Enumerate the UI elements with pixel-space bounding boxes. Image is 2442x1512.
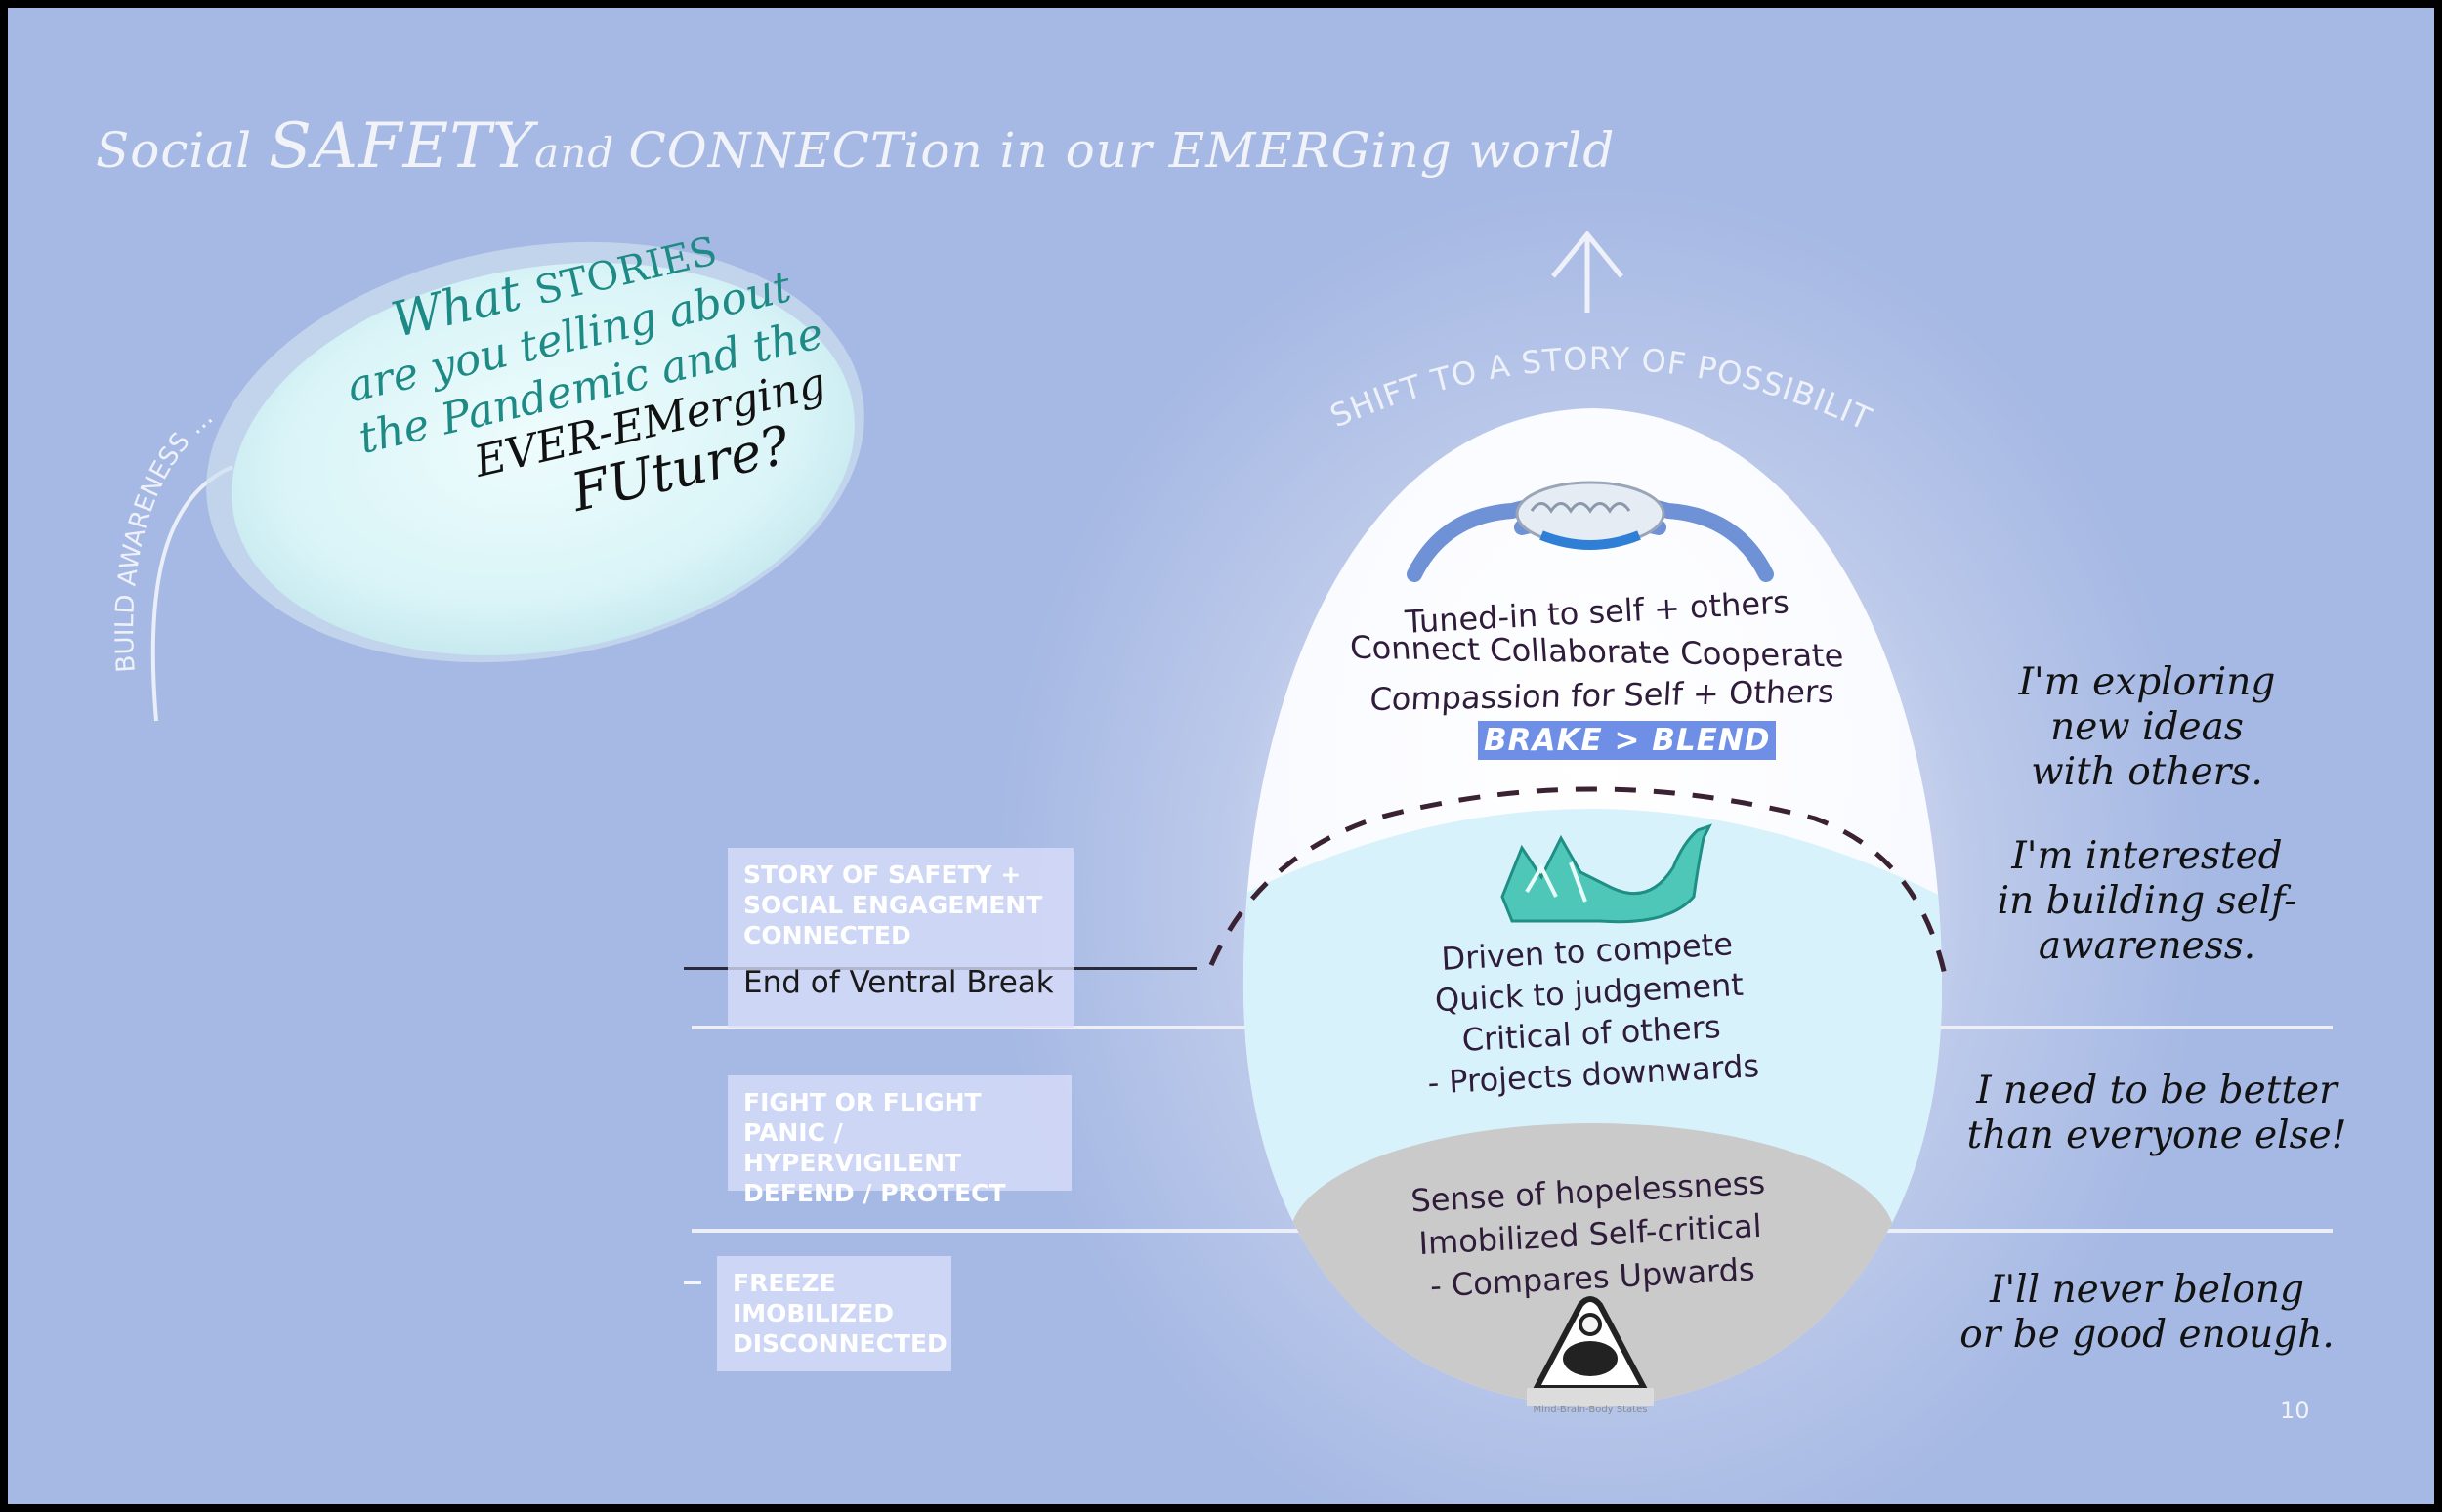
state-freeze-line-3: DISCONNECTED (733, 1329, 947, 1358)
state-fight-line-2: PANIC / HYPERVIGILENT (743, 1118, 962, 1177)
speech-exploring-line-2: new ideas (2050, 705, 2244, 749)
title-part-safety: SAFETY (269, 110, 535, 183)
state-safety-line-3: CONNECTED (743, 921, 911, 949)
egg-top-text-3: Compassion for Self + Others (1368, 672, 1835, 718)
mind-brain-body-logo-icon (1527, 1296, 1654, 1406)
up-arrow-icon (1551, 231, 1623, 313)
state-box-freeze: FREEZE IMOBILIZED DISCONNECTED (717, 1256, 951, 1371)
speech-exploring-line-3: with others. (2031, 750, 2263, 794)
state-fight-line-1: FIGHT OR FLIGHT (743, 1088, 982, 1116)
logo-caption: Mind-Brain-Body States (1533, 1405, 1648, 1415)
state-box-fight-flight: FIGHT OR FLIGHT PANIC / HYPERVIGILENT DE… (728, 1075, 1072, 1207)
speech-better-line-1: I need to be better (1976, 1069, 2337, 1113)
state-fight-line-3: DEFEND / PROTECT (743, 1179, 1006, 1207)
brake-blend-badge: BRAKE > BLEND (1478, 721, 1777, 760)
speech-interested-line-1: I'm interested (2011, 834, 2283, 878)
state-box-safety: STORY OF SAFETY + SOCIAL ENGAGEMENT CONN… (728, 848, 1074, 1028)
speech-better-line-2: than everyone else! (1966, 1113, 2347, 1157)
egg-bottom-text: Sense of hopelessness Imobilized Self-cr… (1372, 1159, 1808, 1311)
title-part-connection: CONNECTion in our EMERGing world (628, 122, 1616, 179)
speech-exploring: I'm exploring new ideas with others. (1971, 660, 2323, 795)
ventral-dashed-arc (1208, 786, 1950, 986)
page-number: 10 (2280, 1397, 2310, 1424)
speech-interested-line-3: awareness. (2038, 924, 2256, 968)
slide-title: Social SAFETYand CONNECTion in our EMERG… (96, 110, 1615, 183)
speech-exploring-line-1: I'm exploring (2018, 660, 2276, 704)
awareness-label: BUILD AWARENESS ... (110, 402, 219, 674)
speech-belong-line-2: or be good enough. (1959, 1313, 2335, 1357)
state-safety-line-2: SOCIAL ENGAGEMENT (743, 891, 1043, 919)
freeze-tick (684, 1281, 701, 1284)
speech-interested-line-2: in building self- (1997, 879, 2297, 923)
egg-middle-text: Driven to compete Quick to judgement Cri… (1352, 919, 1829, 1108)
speech-belong-line-1: I'll never belong (1990, 1268, 2304, 1312)
slide: Social SAFETYand CONNECTion in our EMERG… (8, 8, 2434, 1504)
story-bubble (232, 263, 855, 655)
hands-brain-icon (1407, 481, 1774, 582)
state-freeze-line-2: IMOBILIZED (733, 1299, 894, 1327)
speech-better: I need to be better than everyone else! (1942, 1069, 2372, 1158)
bird-sculpture-icon (1500, 823, 1712, 924)
state-freeze-line-1: FREEZE (733, 1269, 836, 1297)
title-part-and: and (534, 129, 629, 177)
title-part-social: Social (96, 122, 270, 179)
background-graphics: BUILD AWARENESS ... SHIFT TO A STORY OF … (8, 8, 2333, 1407)
speech-interested: I'm interested in building self- awarene… (1952, 834, 2342, 969)
ventral-break-caption: End of Ventral Break (743, 965, 1054, 1000)
speech-belong: I'll never belong or be good enough. (1932, 1268, 2362, 1358)
egg-top-line-3: Compassion for Self + Others (1368, 672, 1835, 718)
state-safety-line-1: STORY OF SAFETY + (743, 861, 1022, 889)
